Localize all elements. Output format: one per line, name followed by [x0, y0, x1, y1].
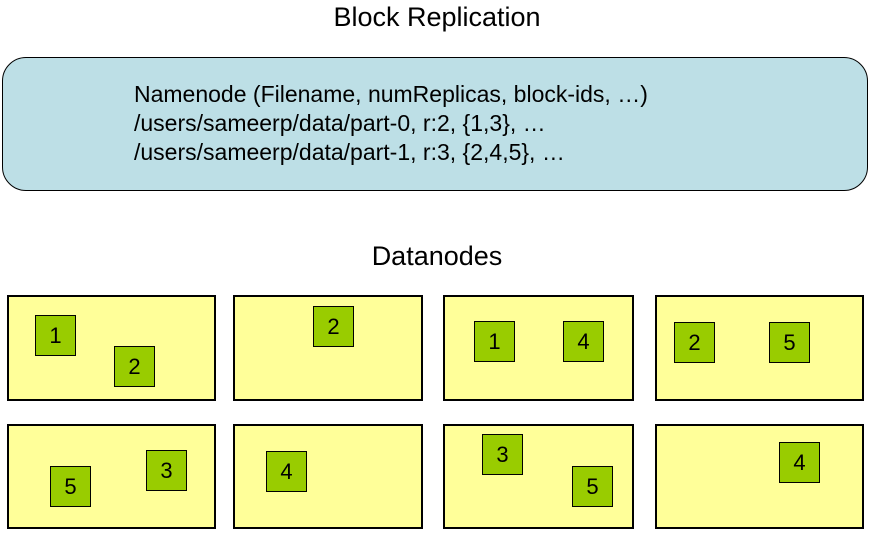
datanode-1-block-2: 2 — [114, 346, 155, 387]
datanode-5-block-3: 3 — [146, 450, 187, 491]
datanode-6-box: 4 — [233, 424, 423, 529]
datanode-2-box: 2 — [233, 295, 423, 401]
namenode-file-entry: /users/sameerp/data/part-0, r:2, {1,3}, … — [134, 110, 546, 136]
datanode-7-block-3: 3 — [482, 434, 523, 475]
namenode-header-line: Namenode (Filename, numReplicas, block-i… — [134, 81, 648, 107]
datanode-7-block-5: 5 — [572, 466, 613, 507]
datanodes-label: Datanodes — [371, 241, 503, 271]
datanode-3-block-1: 1 — [474, 321, 515, 362]
datanode-4-block-5: 5 — [769, 322, 810, 363]
datanode-4-block-2: 2 — [674, 322, 715, 363]
datanode-8-block-4: 4 — [779, 442, 820, 483]
datanode-6-block-4: 4 — [266, 451, 307, 492]
datanode-5-block-5: 5 — [50, 466, 91, 507]
datanode-3-block-4: 4 — [563, 321, 604, 362]
datanode-1-block-1: 1 — [35, 315, 76, 356]
namenode-file-entry: /users/sameerp/data/part-1, r:3, {2,4,5}… — [134, 139, 565, 165]
diagram-title: Block Replication — [333, 2, 541, 32]
namenode-box: Namenode (Filename, numReplicas, block-i… — [2, 57, 868, 191]
datanode-8-box: 4 — [655, 424, 864, 529]
datanode-2-block-2: 2 — [313, 306, 354, 347]
